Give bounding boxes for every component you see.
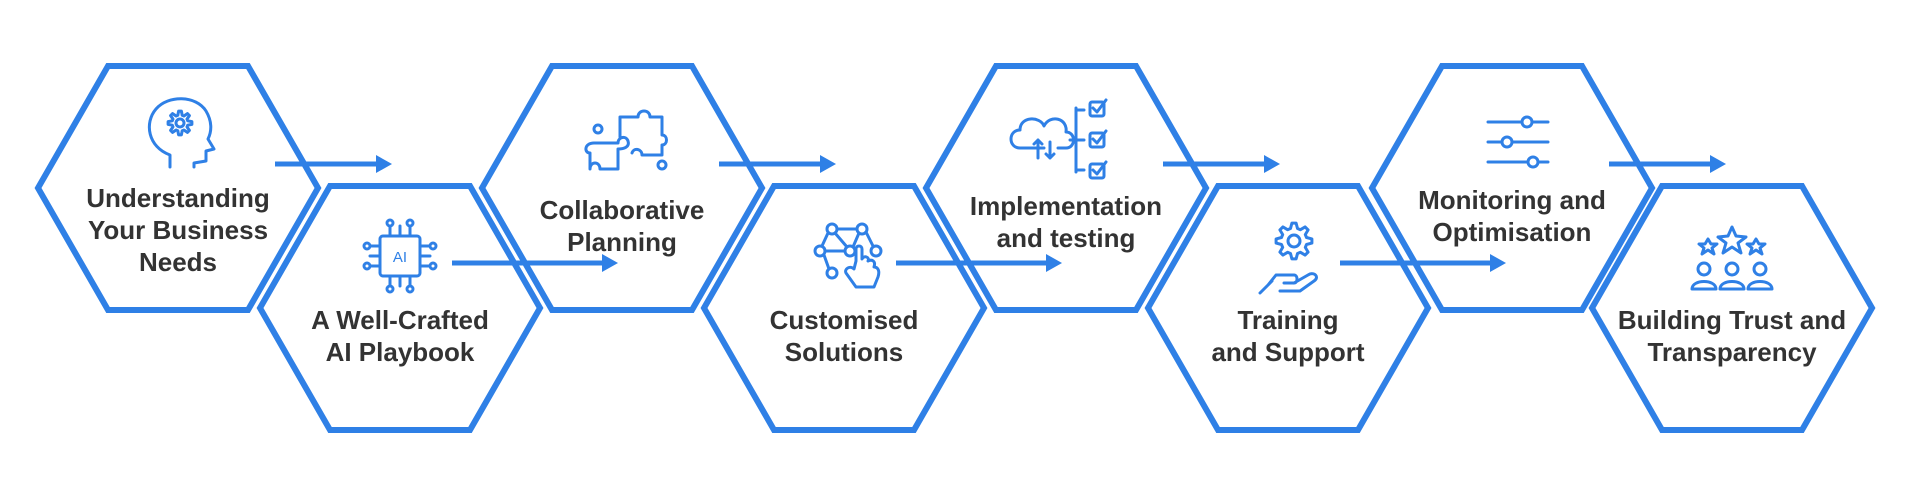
ai-chip-label: AI <box>393 249 407 266</box>
step-3-title: Collaborative Planning <box>539 195 705 257</box>
connector-arrow-4 <box>896 254 1062 272</box>
connector-arrow-3 <box>719 155 836 173</box>
step-4-title: Customised Solutions <box>769 305 919 367</box>
step-3-hexagon <box>478 63 766 313</box>
step-5-title: Implementation and testing <box>969 191 1163 253</box>
head-gear-icon <box>147 97 216 169</box>
step-1-hexagon <box>34 63 322 313</box>
network-hand-icon <box>813 222 883 289</box>
connector-arrow-7 <box>1609 155 1726 173</box>
step-2-title: A Well-Crafted AI Playbook <box>311 305 489 367</box>
connector-arrow-6 <box>1340 254 1506 272</box>
step-8-hexagon <box>1588 183 1876 433</box>
hand-gear-icon <box>1258 221 1318 295</box>
team-stars-icon <box>1690 225 1774 291</box>
connector-arrow-5 <box>1163 155 1280 173</box>
step-6-hexagon <box>1144 183 1432 433</box>
sliders-icon <box>1486 115 1550 169</box>
cloud-checklist-icon <box>1009 98 1108 180</box>
step-1-title: Understanding Your Business Needs <box>86 183 270 277</box>
step-2-hexagon <box>256 183 544 433</box>
step-5-hexagon <box>922 63 1210 313</box>
puzzle-icon <box>584 109 668 171</box>
step-7-hexagon <box>1368 63 1656 313</box>
step-4-hexagon <box>700 183 988 433</box>
connector-arrow-2 <box>452 254 618 272</box>
connector-arrow-1 <box>275 155 392 173</box>
step-7-title: Monitoring and Optimisation <box>1418 185 1606 247</box>
step-6-title: Training and Support <box>1211 305 1365 367</box>
ai-chip-icon: AI <box>362 218 438 294</box>
step-8-title: Building Trust and Transparency <box>1617 305 1847 367</box>
